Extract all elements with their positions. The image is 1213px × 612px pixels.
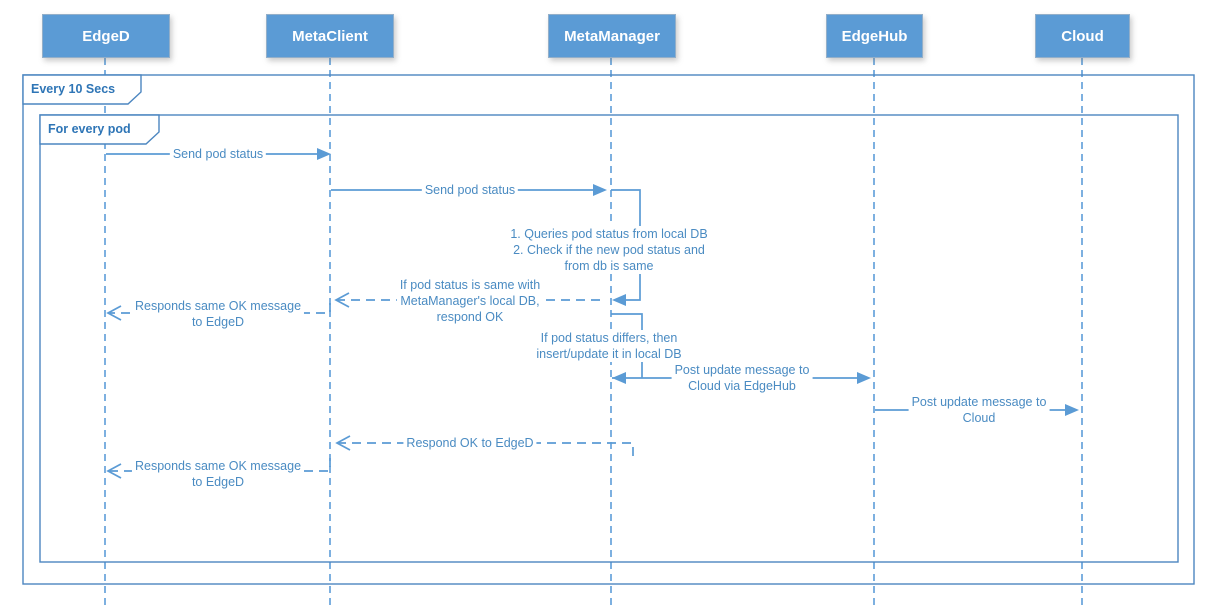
- frame-for-every-pod: [39, 114, 1179, 563]
- arrowhead-selfloop1: [612, 294, 626, 306]
- label-send-pod-status-2: Send pod status: [421, 182, 519, 198]
- frame-tab-every-10-secs: [22, 74, 142, 105]
- open-arrowhead-metaclient-1: [334, 292, 350, 308]
- open-arrowhead-metaclient-2: [335, 435, 351, 451]
- arrowhead-to-edgehub: [857, 372, 871, 384]
- label-responds-same-ok-1: Responds same OK message to EdgeD: [131, 298, 305, 330]
- arrowhead-to-metamanager: [593, 184, 607, 196]
- participant-metamanager: MetaManager: [548, 14, 676, 58]
- filled-arrowheads: [317, 148, 1079, 416]
- frame-every-10-secs: [22, 74, 1195, 585]
- label-send-pod-status-1: Send pod status: [169, 146, 267, 162]
- frame-tab-for-every-pod: [39, 114, 160, 145]
- participant-edged: EdgeD: [42, 14, 170, 58]
- solid-messages: [106, 153, 1068, 411]
- lifelines: [104, 58, 1083, 606]
- participant-edgehub: EdgeHub: [826, 14, 923, 58]
- participant-metaclient: MetaClient: [266, 14, 394, 58]
- open-arrowhead-edged-2: [106, 463, 122, 479]
- loop-frames: [22, 74, 1195, 585]
- label-respond-ok-same: If pod status is same with MetaManager's…: [396, 277, 544, 325]
- open-arrowhead-edged-1: [106, 305, 122, 321]
- arrowhead-selfloop2: [612, 372, 626, 384]
- participant-cloud: Cloud: [1035, 14, 1130, 58]
- arrowhead-to-metaclient: [317, 148, 331, 160]
- label-queries-pod-status: 1. Queries pod status from local DB 2. C…: [507, 226, 711, 274]
- label-pod-status-differs: If pod status differs, then insert/updat…: [533, 330, 685, 362]
- label-post-update-cloud: Post update message to Cloud: [908, 394, 1050, 426]
- label-post-update-edgehub: Post update message to Cloud via EdgeHub: [671, 362, 813, 394]
- frame-label-for-every-pod: For every pod: [48, 122, 131, 136]
- label-respond-ok-to-edged: Respond OK to EdgeD: [403, 435, 537, 451]
- label-responds-same-ok-2: Responds same OK message to EdgeD: [131, 458, 305, 490]
- arrowhead-to-cloud: [1065, 404, 1079, 416]
- frame-label-every-10-secs: Every 10 Secs: [31, 82, 116, 96]
- open-arrowheads: [106, 292, 351, 479]
- dashed-responds-same-ok-2: [109, 458, 331, 472]
